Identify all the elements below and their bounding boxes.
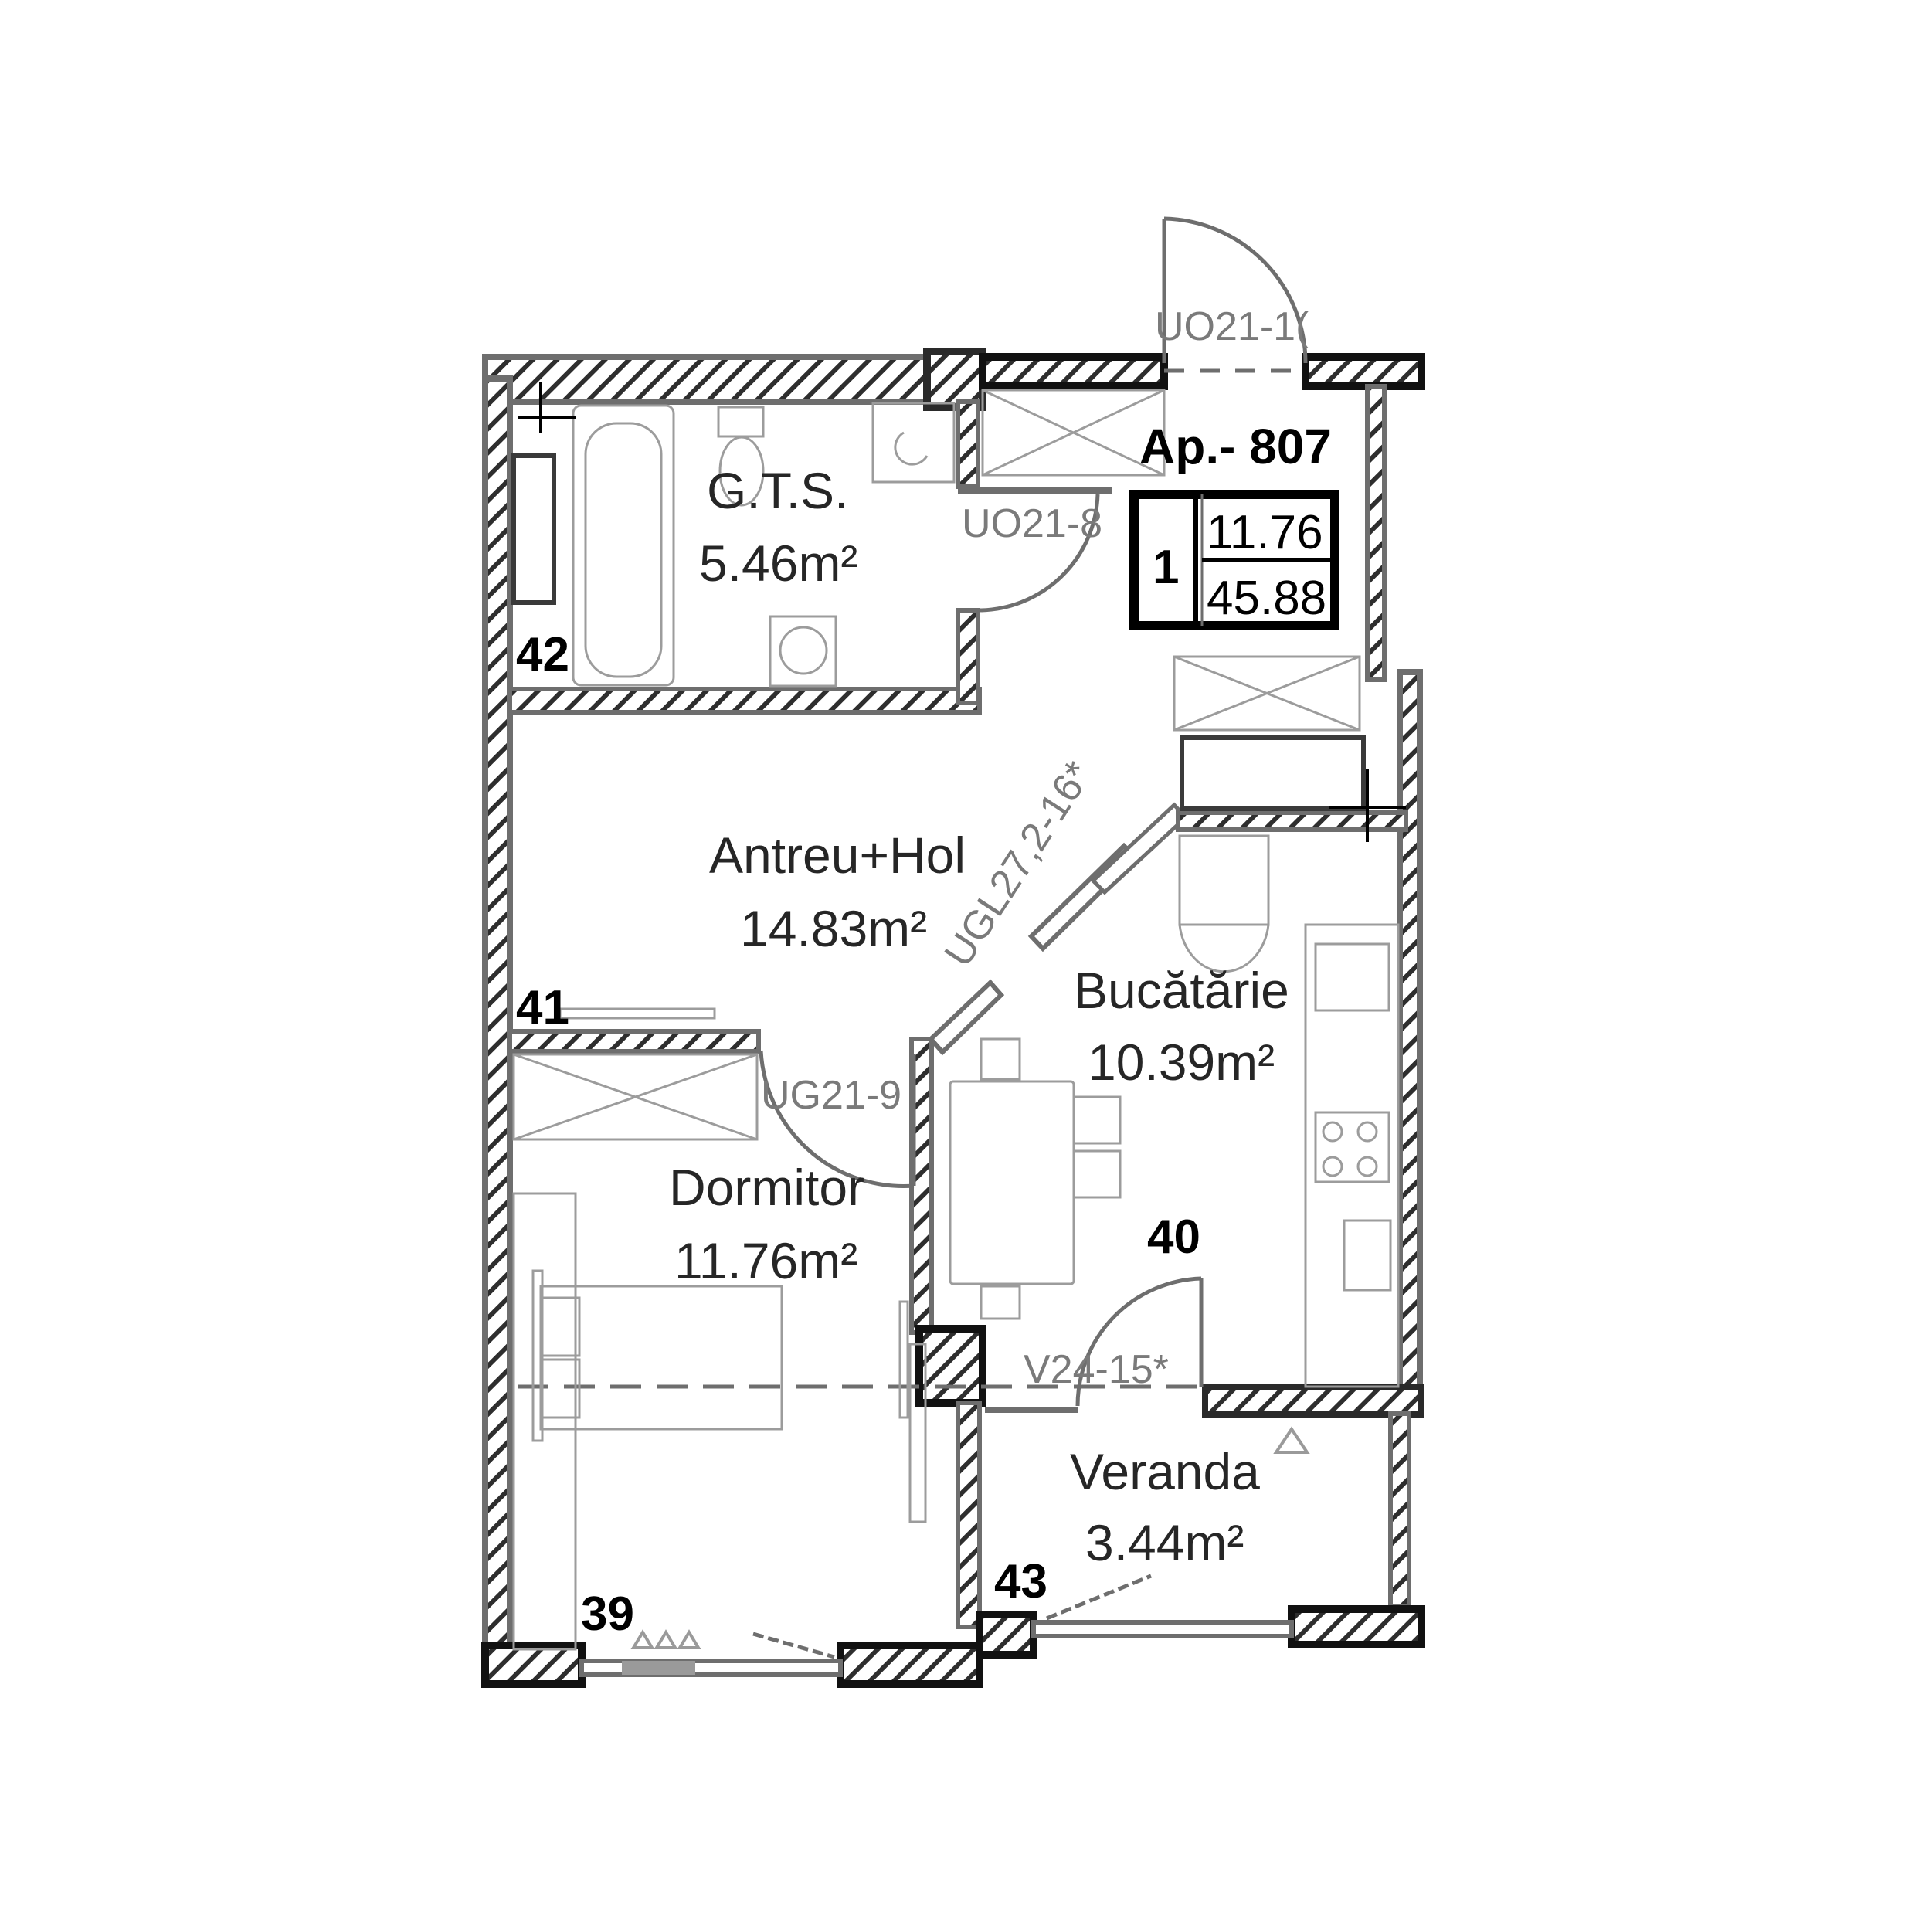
dining-table (949, 1080, 1075, 1285)
door-tag-veranda: V24-15* (1024, 1347, 1169, 1392)
wall-kitchen-bottom (1202, 1384, 1424, 1418)
cooktop (1314, 1111, 1390, 1183)
door-bath-swing (977, 494, 1100, 613)
triangle-markers-icon (630, 1426, 1310, 1649)
wall-number-43: 43 (994, 1555, 1047, 1608)
wall-top-left (482, 354, 936, 405)
bathtub (572, 404, 675, 687)
kitchen-sink (1314, 942, 1390, 1012)
wall-diagonal (927, 979, 1005, 1056)
wardrobe-right (1173, 655, 1361, 732)
wall-bath-bottom (508, 687, 982, 715)
furniture (511, 389, 1400, 1651)
kitchen-counter (1304, 923, 1400, 1388)
wall-bedroom-top (508, 1029, 761, 1054)
wall-number-40: 40 (1147, 1210, 1200, 1264)
wall-bath-right-lower (956, 608, 980, 705)
wall-right-upper (1365, 384, 1387, 682)
wall-column-mid (915, 1325, 986, 1407)
room-name-antreu: Antreu+Hol (709, 827, 966, 884)
room-name-bucatarie: Bucătărie (1074, 962, 1289, 1019)
door-bedroom-swing (759, 1050, 915, 1188)
wall-right (1397, 669, 1423, 1401)
door-tag-bedroom: UG21-9 (761, 1073, 901, 1118)
wall-veranda-left (956, 1401, 982, 1629)
room-area-dormitor: 11.76m² (674, 1232, 857, 1289)
room-name-veranda: Veranda (1070, 1443, 1260, 1500)
wall-bottom-right (1288, 1605, 1425, 1648)
bed (539, 1285, 783, 1431)
room-area-bucatarie: 10.39m² (1088, 1034, 1275, 1091)
summary-total-area: 45.88 (1207, 572, 1326, 625)
doors (518, 216, 1308, 1413)
wall-bath-right (956, 399, 980, 489)
apartment-label: Ap.- 807 (1139, 419, 1332, 474)
window-veranda (1031, 1620, 1294, 1638)
bath-sink (769, 615, 837, 688)
toilet (717, 406, 765, 438)
summary-living-area: 11.76 (1207, 506, 1323, 559)
riser-markers (518, 382, 1406, 842)
wall-number-41: 41 (516, 981, 569, 1034)
washing-machine (871, 402, 956, 484)
window-bedroom (579, 1659, 843, 1677)
wall-top-right (1302, 353, 1425, 390)
door-entry-swing (1163, 216, 1308, 364)
wardrobe-bedroom (512, 1053, 759, 1141)
room-name-dormitor: Dormitor (669, 1159, 864, 1216)
room-area-gts: 5.46m² (699, 535, 857, 592)
apartment-summary: Ap.- 807 1 11.76 45.88 (1129, 419, 1339, 630)
fridge (1178, 834, 1270, 926)
wall-number-42: 42 (516, 628, 569, 681)
wall-left (482, 375, 513, 1648)
wall-bottom-left (481, 1642, 586, 1688)
wall-bottom-43 (976, 1611, 1037, 1659)
door-tag-bath: UO21-8 (962, 501, 1102, 546)
wall-bottom-mid (837, 1642, 983, 1688)
room-area-antreu: 14.83m² (740, 900, 927, 957)
door-veranda-swing (1075, 1276, 1202, 1407)
door-tag-entry: UO21-1( (1155, 304, 1309, 349)
wall-top-mid (979, 353, 1168, 390)
room-area-veranda: 3.44m² (1085, 1514, 1244, 1571)
walls (481, 348, 1425, 1688)
wall-veranda-right (1388, 1411, 1411, 1609)
wall-kitchen-top (1176, 810, 1408, 832)
summary-rooms-count: 1 (1153, 541, 1179, 594)
wall-numbers: 39 40 41 42 43 (516, 628, 1200, 1641)
wardrobe-entrance (981, 389, 1166, 477)
wall-number-39: 39 (581, 1587, 634, 1641)
wall-top-column (923, 348, 986, 411)
room-labels: G.T.S. 5.46m² Antreu+Hol 14.83m² Bucătăr… (669, 462, 1289, 1571)
room-name-gts: G.T.S. (707, 462, 848, 519)
